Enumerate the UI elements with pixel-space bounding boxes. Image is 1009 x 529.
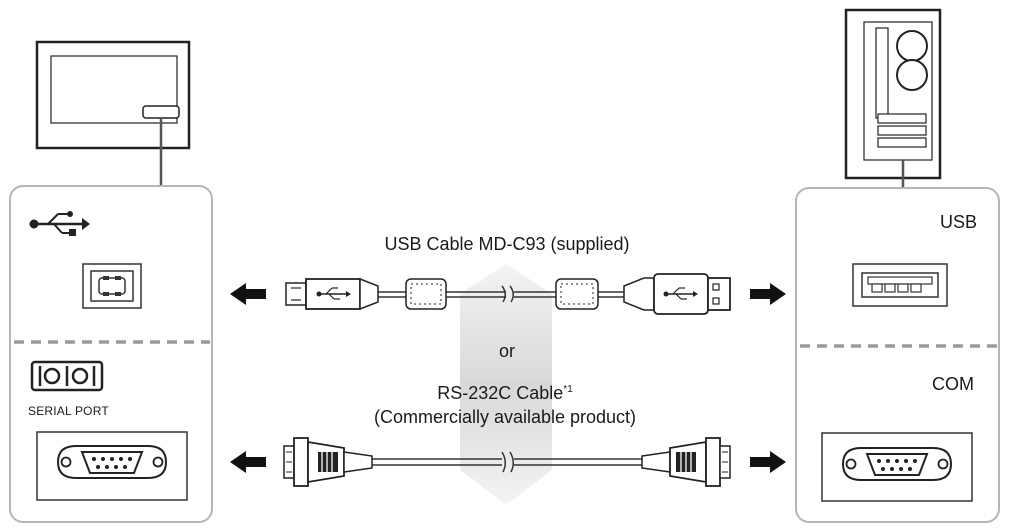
db9-port-right: [821, 432, 973, 502]
usb-port-label: USB: [940, 212, 978, 232]
com-port-label: COM: [932, 374, 974, 394]
usb-plug-symbol-left: [316, 287, 351, 300]
usb-a-plug-tip: [707, 277, 731, 311]
monitor-device: [35, 40, 191, 186]
rs232-cable-label: RS-232C Cable: [437, 383, 564, 403]
db9-plug-right: [641, 437, 731, 487]
db9-plug-left: [283, 437, 373, 487]
pc-tower-device: [844, 8, 942, 188]
arrow-right-rs232: [750, 451, 786, 473]
gray-double-arrow: [460, 264, 552, 505]
ferrite-core-right: [555, 278, 599, 310]
or-separator: or: [498, 341, 516, 361]
usb-a-port: [852, 263, 948, 307]
usb-plug-symbol-right: [663, 287, 698, 300]
rs232-cable-sublabel: (Commercially available product): [373, 407, 637, 427]
arrow-left-rs232: [230, 451, 266, 473]
usb-icon: [29, 211, 90, 236]
serial-port-icon: [30, 360, 104, 392]
rs232-cable: [283, 437, 731, 487]
rs232-cable-label-line: RS-232C Cable*1: [437, 383, 573, 404]
serial-port-label: SERIAL PORT: [28, 404, 109, 418]
arrow-right-usb: [750, 283, 786, 305]
db9-port-left: [36, 431, 188, 501]
usb-b-port: [82, 263, 142, 309]
arrow-left-usb: [230, 283, 266, 305]
usb-b-plug-tip: [285, 282, 307, 306]
footnote-mark: *1: [563, 384, 573, 395]
usb-cable: [285, 273, 731, 315]
usb-cable-label: USB Cable MD-C93 (supplied): [384, 234, 630, 254]
ferrite-core-left: [405, 278, 447, 310]
